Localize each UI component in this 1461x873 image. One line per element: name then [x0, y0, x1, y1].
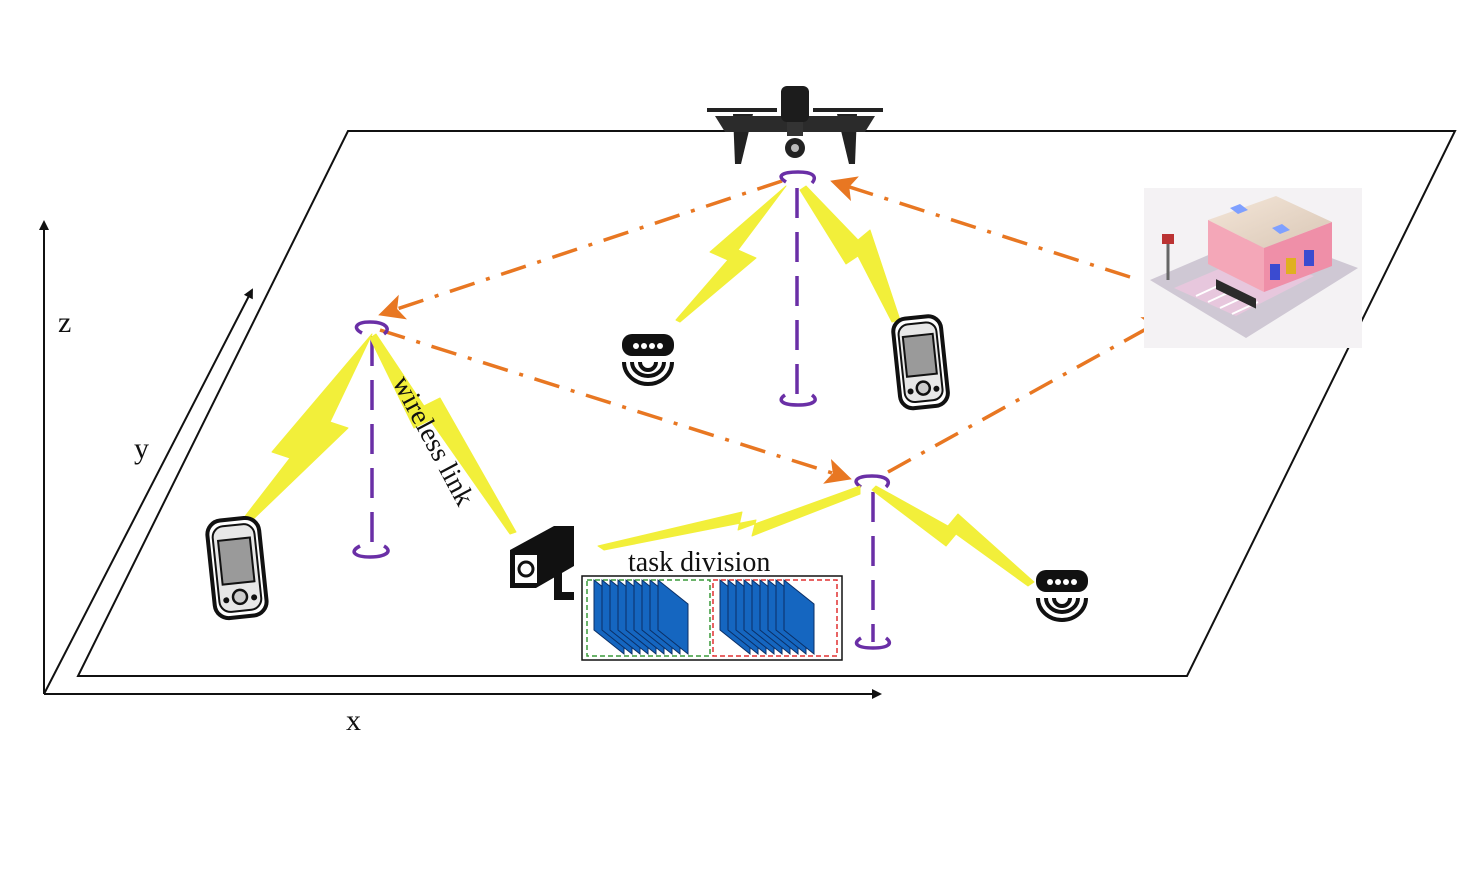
subtask-block — [657, 578, 689, 656]
subtask-blocks — [719, 578, 815, 656]
uav-trajectory — [378, 176, 1170, 484]
wireless-links — [235, 185, 1035, 587]
axes: z x y — [39, 220, 882, 737]
subtask-blocks — [593, 578, 689, 656]
camera-icon — [510, 526, 574, 600]
wireless-link-label: wireless link — [386, 371, 480, 511]
phone-icon — [891, 314, 950, 411]
lightning-icon — [675, 185, 787, 323]
subtask-group-green — [586, 579, 711, 657]
y-axis — [43, 288, 253, 695]
phone-icon — [205, 515, 269, 621]
lightning-icon — [871, 485, 1035, 587]
uav-projections — [352, 170, 892, 650]
subtask-block — [783, 578, 815, 656]
lightning-icon — [369, 333, 517, 535]
lightning-icon — [235, 333, 373, 531]
projection-pole-2 — [779, 170, 817, 407]
task-division-label: task division — [628, 547, 770, 578]
x-axis-label: x — [346, 704, 361, 737]
ground-plane — [76, 130, 1457, 677]
y-axis-label: y — [134, 432, 149, 465]
subtask-group-red — [712, 579, 838, 657]
building-icon — [1144, 188, 1362, 348]
lightning-icon — [799, 185, 901, 323]
task-division-box — [581, 575, 843, 661]
z-axis-label: z — [58, 306, 71, 339]
sensor-icon — [1036, 570, 1088, 622]
trajectory-segment — [378, 179, 783, 320]
drone-icon — [707, 86, 883, 164]
projection-pole-3 — [854, 474, 892, 650]
lightning-icon — [597, 485, 861, 551]
projection-pole-1 — [352, 320, 390, 559]
sensor-icon — [622, 334, 674, 386]
